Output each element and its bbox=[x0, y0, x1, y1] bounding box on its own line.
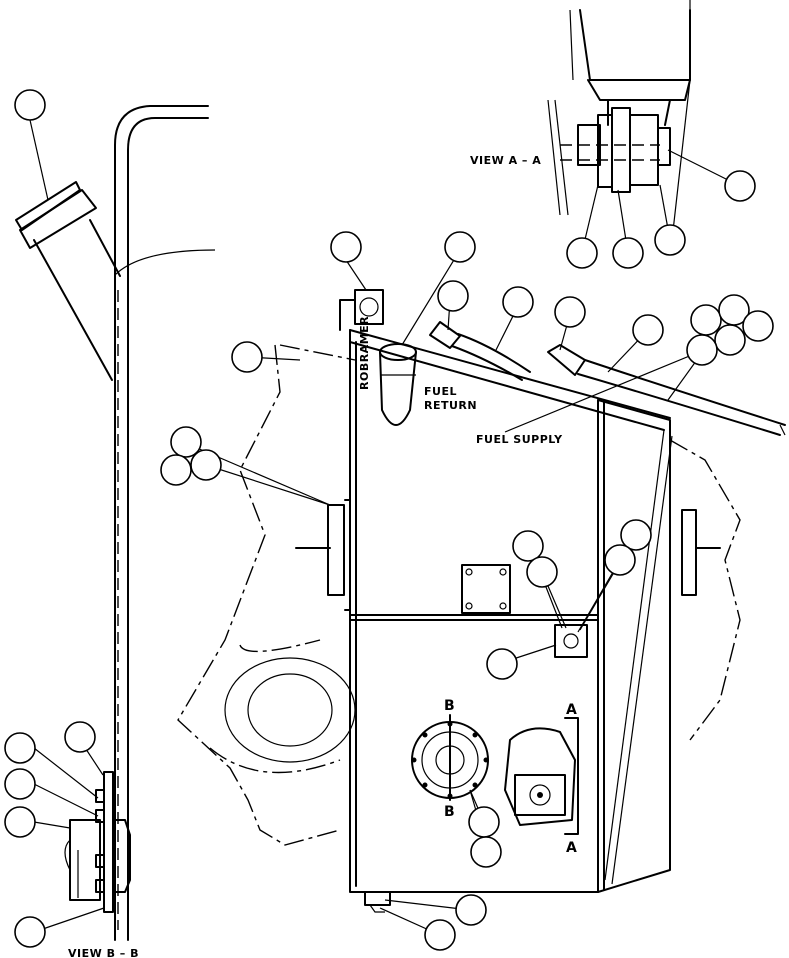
callout-balloon bbox=[632, 314, 664, 346]
callout-balloon bbox=[4, 768, 36, 800]
view-b-b-label: VIEW B – B bbox=[68, 947, 139, 958]
tank-top-fittings: ROBRAMER FUEL RETURN FUEL SUPPLY bbox=[339, 289, 786, 446]
callout-balloon bbox=[486, 648, 518, 680]
callout-balloon bbox=[512, 530, 544, 562]
section-a-top: A bbox=[566, 702, 577, 718]
callout-balloon bbox=[566, 237, 598, 269]
callout-balloon bbox=[502, 286, 534, 318]
fuel-supply-label: FUEL SUPPLY bbox=[476, 433, 563, 446]
callout-balloon bbox=[160, 454, 192, 486]
callout-balloon bbox=[554, 296, 586, 328]
view-a-a-label: VIEW A – A bbox=[470, 154, 541, 167]
section-b-bottom: B bbox=[444, 804, 455, 820]
view-a-a-group: VIEW A – A bbox=[470, 0, 691, 216]
callout-balloon bbox=[654, 224, 686, 256]
callout-balloon bbox=[620, 519, 652, 551]
leader-lines bbox=[29, 79, 741, 936]
callout-balloon bbox=[330, 231, 362, 263]
callout-balloon bbox=[437, 280, 469, 312]
maker-text: ROBRAMER bbox=[358, 316, 371, 390]
callout-balloon bbox=[612, 237, 644, 269]
callout-balloon bbox=[64, 721, 96, 753]
callout-balloon bbox=[4, 806, 36, 838]
callout-balloon bbox=[468, 806, 500, 838]
callout-balloon bbox=[724, 170, 756, 202]
section-a-bottom: A bbox=[566, 840, 577, 856]
fuel-return-label-1: FUEL bbox=[424, 385, 457, 398]
fuel-tank: B B A A bbox=[349, 329, 673, 913]
callout-balloon bbox=[526, 556, 558, 588]
section-b-top: B bbox=[444, 698, 455, 714]
callout-balloon bbox=[4, 732, 36, 764]
machine-frame-outline bbox=[177, 344, 741, 846]
callout-balloon bbox=[424, 919, 456, 951]
callout-balloon bbox=[444, 231, 476, 263]
callout-balloon bbox=[714, 324, 746, 356]
fuel-return-label-2: RETURN bbox=[424, 399, 477, 412]
callout-balloon bbox=[190, 449, 222, 481]
callout-balloon bbox=[14, 916, 46, 948]
callout-balloon bbox=[231, 341, 263, 373]
callout-balloon bbox=[604, 544, 636, 576]
callout-balloon bbox=[742, 310, 774, 342]
callout-balloon bbox=[170, 426, 202, 458]
callout-balloon bbox=[690, 304, 722, 336]
callout-balloons bbox=[4, 89, 774, 951]
callout-balloon bbox=[14, 89, 46, 121]
callout-balloon bbox=[686, 334, 718, 366]
view-b-b-group: VIEW B – B bbox=[15, 105, 216, 958]
callout-balloon bbox=[470, 836, 502, 868]
callout-balloon bbox=[455, 894, 487, 926]
